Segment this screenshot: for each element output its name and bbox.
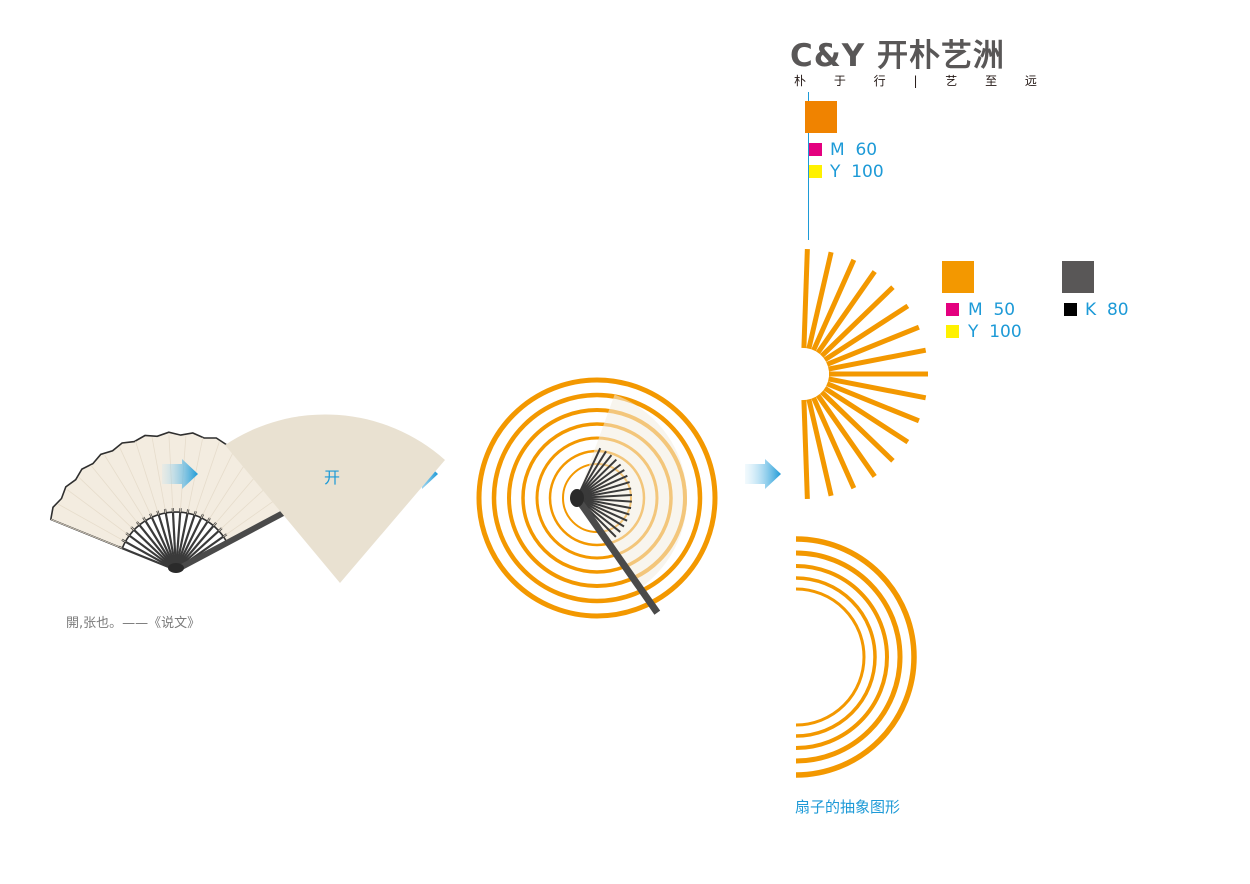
orange-ray [811,396,857,490]
fan-rib [576,497,632,503]
orange-ray [823,386,910,445]
fan-crease [57,503,126,543]
brand-logo: C&Y 开朴艺洲 [790,38,1006,74]
fan-crease [50,519,123,549]
fan-rib [576,497,630,516]
fan-rib [576,469,625,499]
fan-crease [67,489,130,536]
fan-crease [90,464,140,526]
orange-half-arc [795,587,866,727]
fan-rib [576,494,632,499]
fan-rib [118,545,177,572]
fan-pivot [570,489,584,507]
folding-fan-illustration [49,431,315,573]
guide-line [808,92,809,240]
kai-character-label: 开 [324,468,341,487]
fan-rib [174,509,190,571]
fan-rib [174,510,197,571]
orange-ray [811,258,857,352]
color-swatch-orange-light [942,261,974,293]
fan-rib [142,516,177,571]
orange-ray [806,251,834,350]
orange-ray [801,248,810,349]
fan-rib [576,450,607,499]
swatch-value-y100: Y 100 [968,322,1022,342]
fan-crease [135,441,159,515]
radial-ray-graphic [801,248,928,500]
fan-rib [576,487,632,499]
yellow-chip [946,325,959,338]
orange-ray [819,285,895,358]
fan-rib [149,513,177,571]
fan-rib [175,522,217,571]
shuowen-quote: 開,张也。——《说文》 [66,616,201,631]
fan-crease [200,448,236,518]
arrow-right-icon [162,459,198,489]
color-swatch-orange [805,101,837,133]
orange-ring [491,392,703,604]
fan-rib [171,508,178,571]
color-swatch-gray [1062,261,1094,293]
fan-rib [576,497,628,522]
fan-rib [576,474,628,499]
fan-rib [125,532,177,571]
orange-ray [828,376,927,401]
fan-rib [130,526,177,571]
concentric-rings-fan-graphic [476,377,718,619]
fan-crease [78,476,135,531]
fan-rib [163,508,178,571]
magenta-chip [809,143,822,156]
orange-ray [806,398,834,497]
fan-rib [576,447,602,499]
fan-rib [576,458,618,499]
orange-ray [815,393,877,478]
fan-crease [151,437,167,513]
magenta-chip [946,303,959,316]
swatch-value-k80: K 80 [1085,300,1129,320]
black-chip [1064,303,1077,316]
orange-ray [828,347,927,372]
orange-half-arc [795,576,877,738]
fan-rib [576,497,632,510]
orange-ray [801,399,810,500]
fan-rib [121,538,177,571]
fan-rib [576,497,625,528]
fan-crease [104,455,146,521]
brand-tagline: 朴 于 行 | 艺 至 远 [794,74,1049,88]
fan-sector-shape [225,414,445,583]
fan-pivot [168,563,184,573]
orange-ray [815,270,877,355]
arrow-right-icon [745,459,781,489]
orange-ray [823,303,910,362]
fan-rib [576,454,613,499]
orange-ray [819,390,895,463]
fan-rib [174,508,182,571]
orange-ray [826,324,920,367]
swatch-value-y100: Y 100 [830,162,884,182]
orange-half-arc [795,550,903,764]
orange-half-arc [795,564,889,750]
fan-crease [194,441,220,516]
swatch-value-m60: M 60 [830,140,878,160]
fan-rib [156,510,178,571]
fan-paper-faded [577,394,687,589]
fan-guard-stick [574,495,661,615]
swatch-value-m50: M 50 [968,300,1016,320]
abstract-fan-caption: 扇子的抽象图形 [795,798,901,816]
orange-half-arc [795,536,917,778]
yellow-chip [809,165,822,178]
orange-ring [476,377,718,619]
fan-rib [175,517,211,571]
fan-rib [576,481,630,499]
orange-ray [826,381,920,424]
half-ring-graphic [795,536,917,778]
fan-rib [175,513,205,571]
fan-rib [576,463,622,499]
fan-crease [119,447,153,518]
fan-rib [136,521,177,571]
fan-crease [207,456,251,522]
